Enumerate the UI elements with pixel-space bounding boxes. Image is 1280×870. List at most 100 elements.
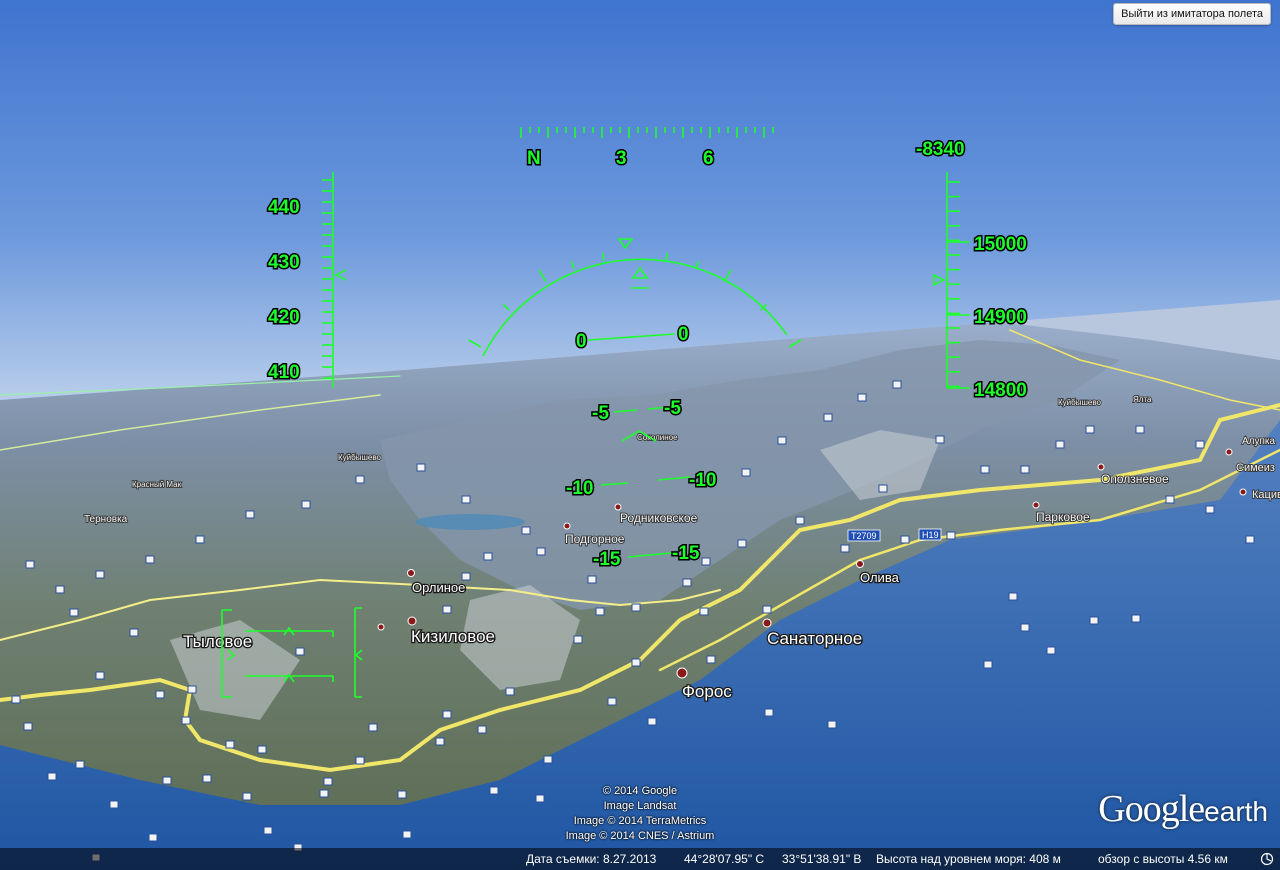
photo-marker <box>1195 440 1205 449</box>
photo-marker <box>521 526 531 535</box>
photo-marker <box>155 690 165 699</box>
flight-hud: N 3 6 -8340 440 430 420 410 15000 14900 … <box>221 127 1028 698</box>
photo-marker <box>1055 440 1065 449</box>
place-dots <box>377 448 1247 679</box>
photo-marker <box>295 647 305 656</box>
photo-marker <box>402 830 412 839</box>
photo-marker <box>148 833 158 842</box>
altitude-tick-label: 14800 <box>974 380 1027 401</box>
cliff-faces <box>170 430 940 720</box>
photo-marker <box>109 800 119 809</box>
credit-line: Image Landsat <box>603 800 677 812</box>
photo-marker <box>1008 592 1018 601</box>
photo-marker <box>737 539 747 548</box>
place-label: Олива <box>860 570 900 585</box>
flight-path-marker <box>621 430 657 442</box>
photo-marker <box>242 792 252 801</box>
photo-marker <box>573 635 583 644</box>
photo-marker <box>11 695 21 704</box>
latitude: 44°28'07.95" С <box>684 852 765 866</box>
exit-flight-simulator-button[interactable]: Выйти из имитатора полета <box>1113 3 1271 25</box>
airspeed-tick-label: 410 <box>268 362 300 383</box>
reservoir <box>415 514 525 530</box>
photo-markers <box>11 380 1255 862</box>
altitude-pointer <box>933 273 946 287</box>
photo-marker <box>489 786 499 795</box>
photo-marker <box>225 740 235 749</box>
photo-marker <box>840 544 850 553</box>
longitude: 33°51'38.91" В <box>782 852 862 866</box>
place-label: Кацив <box>1252 489 1280 501</box>
photo-marker <box>181 716 191 725</box>
hud-tick <box>538 269 547 283</box>
airspeed-pointer <box>334 269 347 281</box>
photo-marker <box>706 655 716 664</box>
photo-marker <box>587 575 597 584</box>
place-label: Соколиное <box>637 433 678 442</box>
photo-marker <box>1131 614 1141 623</box>
photo-marker <box>701 557 711 566</box>
place-label: Красный Мак <box>132 480 182 489</box>
heading-label-6: 6 <box>703 148 714 169</box>
place-label: Алупка <box>1242 436 1276 447</box>
hud-tick <box>601 252 605 261</box>
photo-marker <box>195 535 205 544</box>
photo-marker <box>1020 465 1030 474</box>
pitch-line-0 <box>587 333 676 341</box>
road-label-t2709: T2709 <box>851 531 877 541</box>
hud-tick <box>468 339 482 348</box>
photo-marker <box>543 755 553 764</box>
photo-marker <box>1046 646 1056 655</box>
photo-marker <box>607 697 617 706</box>
place-label: Родниковское <box>620 511 698 525</box>
road-label-h19: H19 <box>922 530 939 540</box>
photo-marker <box>257 745 267 754</box>
photo-marker <box>145 555 155 564</box>
airspeed-tick-label: 420 <box>268 307 300 328</box>
pitch-label-left: -10 <box>566 478 593 499</box>
hud-tick <box>723 269 732 283</box>
photo-marker <box>47 772 57 781</box>
pitch-label-right: -15 <box>672 543 700 564</box>
pitch-line-minus5 <box>613 406 671 413</box>
pitch-label-right: -5 <box>664 398 681 419</box>
credit-line: © 2014 Google <box>602 785 678 797</box>
place-label: Форос <box>682 682 732 701</box>
altitude-tape <box>947 181 970 389</box>
hud-tick <box>760 303 768 311</box>
place-label: Тыловое <box>183 632 252 651</box>
photo-marker <box>442 605 452 614</box>
photo-marker <box>857 393 867 402</box>
photo-marker <box>900 535 910 544</box>
place-labels: Орлиное Кизиловое Тыловое Санаторное Фор… <box>83 394 1280 702</box>
photo-marker <box>1135 425 1145 434</box>
altitude-tick-label: 15000 <box>974 234 1027 255</box>
photo-marker <box>946 531 956 540</box>
airspeed-tick-label: 430 <box>268 252 300 273</box>
photo-marker <box>647 717 657 726</box>
photo-marker <box>162 776 172 785</box>
photo-marker <box>535 794 545 803</box>
photo-marker <box>631 658 641 667</box>
photo-marker <box>95 570 105 579</box>
place-label: Ялта <box>1133 395 1152 404</box>
photo-marker <box>682 578 692 587</box>
place-label: Куйбышево <box>338 453 381 462</box>
photo-marker <box>595 607 605 616</box>
pitch-label-left: -5 <box>592 403 609 424</box>
photo-marker <box>483 552 493 561</box>
photo-marker <box>23 722 33 731</box>
photo-marker <box>461 495 471 504</box>
roll-indicator <box>631 266 649 279</box>
photo-marker <box>764 708 774 717</box>
elevation: Высота над уровнем моря: 408 м <box>876 852 1061 866</box>
photo-marker <box>505 687 515 696</box>
photo-marker <box>827 720 837 729</box>
heading-tape <box>520 127 774 138</box>
throttle-indicator <box>221 607 363 698</box>
photo-marker <box>823 413 833 422</box>
photo-marker <box>536 547 546 556</box>
photo-marker <box>129 628 139 637</box>
status-bar: Дата съемки: 8.27.2013 44°28'07.95" С 33… <box>0 848 1280 870</box>
